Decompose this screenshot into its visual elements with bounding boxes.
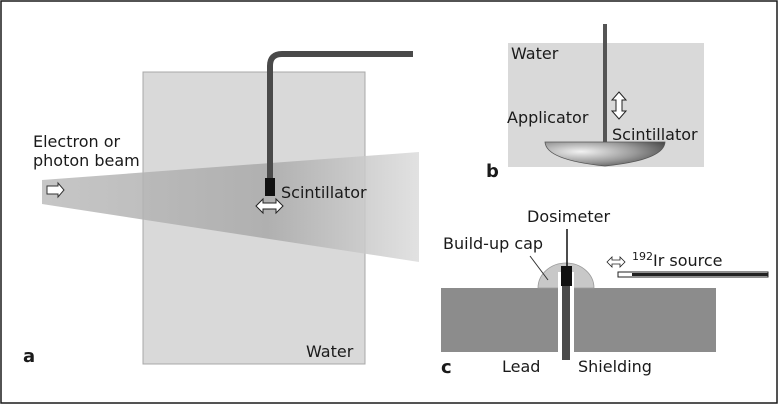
shielding-label: Shielding bbox=[578, 357, 652, 376]
scintillator-label: Scintillator bbox=[281, 183, 367, 202]
lateral-move-arrow-icon bbox=[255, 197, 284, 215]
dosimeter-label: Dosimeter bbox=[527, 207, 610, 226]
beam-label-line2: photon beam bbox=[33, 151, 140, 170]
scintillator-detector bbox=[265, 178, 275, 196]
panel-letter: b bbox=[486, 161, 499, 182]
water-label: Water bbox=[511, 44, 559, 63]
vertical-move-arrow-icon bbox=[610, 91, 628, 120]
panel-c: Dosimeter Build-up cap 192Ir source Lead… bbox=[441, 207, 769, 378]
dosimeter-stem bbox=[562, 284, 570, 360]
ir-source-label: 192Ir source bbox=[632, 250, 723, 270]
applicator-bowl bbox=[544, 141, 666, 167]
beam-label-line1: Electron or bbox=[33, 132, 121, 151]
source-move-arrow-icon bbox=[606, 256, 626, 268]
optical-fiber bbox=[603, 24, 607, 148]
build-up-cap-label: Build-up cap bbox=[443, 234, 543, 253]
panel-letter: a bbox=[23, 346, 35, 367]
panel-a: Electron or photon beam Scintillator Wat… bbox=[23, 51, 419, 367]
panel-letter: c bbox=[441, 357, 452, 378]
optical-fiber bbox=[267, 51, 413, 181]
source-wire bbox=[632, 273, 768, 276]
dosimeter-head bbox=[561, 266, 572, 286]
scintillator-label: Scintillator bbox=[612, 125, 698, 144]
panel-b: Water Applicator Scintillator b bbox=[486, 24, 704, 182]
lead-block bbox=[441, 288, 716, 352]
source-name: Ir source bbox=[653, 251, 723, 270]
applicator-label: Applicator bbox=[507, 108, 589, 127]
beam bbox=[42, 152, 419, 262]
cap-pointer bbox=[529, 255, 549, 281]
water-label: Water bbox=[306, 342, 354, 361]
isotope-mass-number: 192 bbox=[632, 250, 653, 263]
beam-arrow-icon bbox=[46, 181, 65, 199]
lead-label: Lead bbox=[502, 357, 540, 376]
